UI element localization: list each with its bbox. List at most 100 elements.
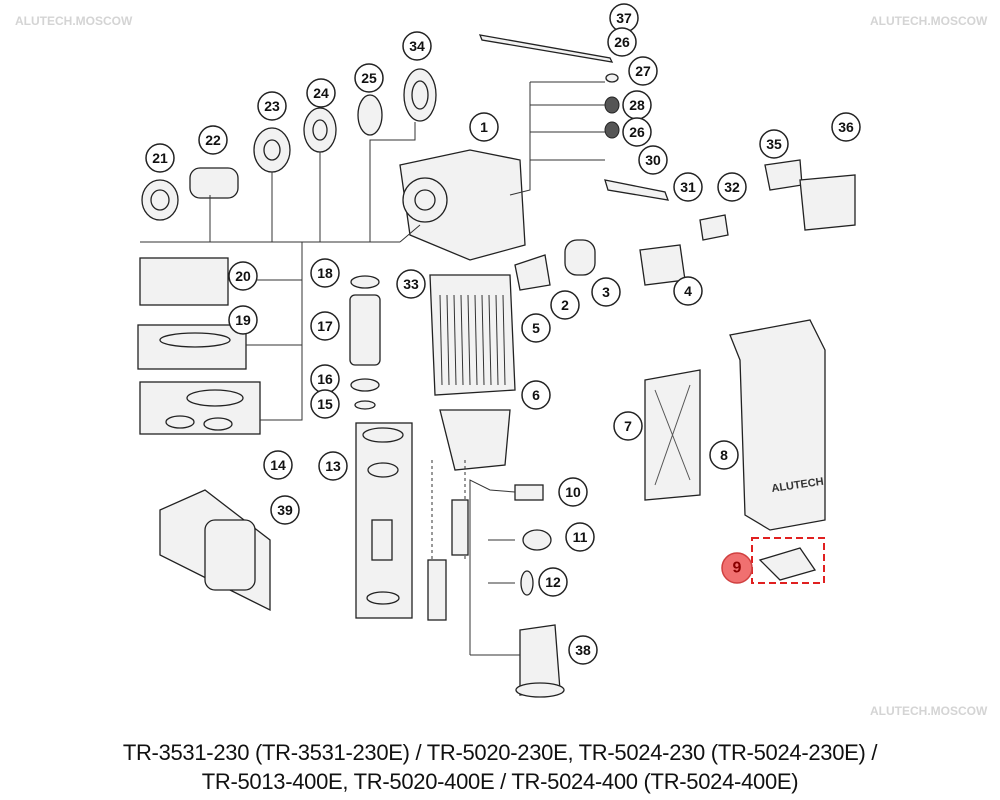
callout-26: 26 (622, 117, 652, 147)
callout-number: 27 (635, 63, 651, 79)
housing-8 (729, 319, 826, 531)
callout-number: 10 (565, 484, 581, 500)
handle-part (427, 559, 447, 621)
callout-number: 3 (602, 284, 610, 300)
callout-number: 26 (614, 34, 630, 50)
callout-27: 27 (628, 56, 658, 86)
callout-number: 2 (561, 297, 569, 313)
callout-6: 6 (521, 380, 551, 410)
callout-14: 14 (263, 450, 293, 480)
shaft-31 (604, 179, 670, 201)
callout-38: 38 (568, 635, 598, 665)
part-4 (639, 244, 686, 286)
callout-33: 33 (396, 269, 426, 299)
callout-number: 32 (724, 179, 740, 195)
callout-8: 8 (709, 440, 739, 470)
callout-3: 3 (591, 277, 621, 307)
callout-4: 4 (673, 276, 703, 306)
callout-number: 33 (403, 276, 419, 292)
callout-13: 13 (318, 451, 348, 481)
callout-18: 18 (310, 258, 340, 288)
callout-number: 11 (573, 529, 588, 545)
callout-number: 31 (680, 179, 696, 195)
callout-number: 9 (733, 560, 742, 577)
callout-39: 39 (270, 495, 300, 525)
callout-12: 12 (538, 567, 568, 597)
callout-number: 37 (616, 10, 632, 26)
callout-number: 17 (317, 318, 333, 334)
capacitor-3 (564, 239, 596, 276)
callout-37: 37 (609, 3, 639, 33)
callout-number: 1 (480, 119, 488, 135)
callout-19: 19 (228, 305, 258, 335)
caption-line-2: TR-5013-400E, TR-5020-400E / TR-5024-400… (201, 769, 799, 794)
diagram-caption: TR-3531-230 (TR-3531-230E) / TR-5020-230… (0, 738, 1000, 796)
callout-number: 28 (629, 97, 645, 113)
callout-25: 25 (354, 63, 384, 93)
motor-5 (429, 274, 516, 396)
callout-number: 30 (645, 152, 661, 168)
callout-number: 25 (361, 70, 377, 86)
callout-number: 22 (205, 132, 221, 148)
callout-7: 7 (613, 411, 643, 441)
callout-number: 13 (325, 458, 341, 474)
callout-number: 14 (270, 457, 286, 473)
callout-32: 32 (717, 172, 747, 202)
gearbox-part (399, 149, 526, 261)
caption-line-1: TR-3531-230 (TR-3531-230E) / TR-5020-230… (122, 740, 878, 765)
callout-number: 38 (575, 642, 591, 658)
callout-number: 5 (532, 320, 540, 336)
callout-35: 35 (759, 129, 789, 159)
callout-10: 10 (558, 477, 588, 507)
callout-number: 18 (317, 265, 333, 281)
switch-32 (699, 214, 729, 241)
callout-number: 8 (720, 447, 728, 463)
callout-number: 15 (317, 396, 333, 412)
callout-28: 28 (622, 90, 652, 120)
gear-shaft-22 (189, 167, 239, 199)
highlight-box (751, 537, 825, 584)
callout-11: 11 (565, 522, 595, 552)
callout-number: 36 (838, 119, 854, 135)
callout-21: 21 (145, 143, 175, 173)
part-11 (522, 529, 552, 551)
watermark-text: ALUTECH.MOSCOW (870, 704, 988, 718)
callout-30: 30 (638, 145, 668, 175)
callout-36: 36 (831, 112, 861, 142)
callout-number: 24 (313, 85, 329, 101)
part-6 (439, 409, 511, 471)
shaft-part (478, 34, 614, 63)
callout-number: 23 (264, 98, 280, 114)
callout-15: 15 (310, 389, 340, 419)
callout-number: 34 (409, 38, 425, 54)
callout-2: 2 (550, 290, 580, 320)
ring-25 (357, 94, 383, 136)
callout-number: 16 (317, 371, 333, 387)
callout-22: 22 (198, 125, 228, 155)
callout-24: 24 (306, 78, 336, 108)
watermark-text: ALUTECH.MOSCOW (15, 14, 133, 28)
part-2 (514, 254, 551, 291)
part-35 (764, 159, 803, 191)
callout-number: 20 (235, 268, 251, 284)
part-36 (799, 174, 856, 231)
callout-23: 23 (257, 91, 287, 121)
part-12 (520, 570, 534, 596)
callout-number: 39 (277, 502, 293, 518)
part-17 (349, 294, 381, 366)
callout-number: 19 (235, 312, 251, 328)
part-10 (514, 484, 544, 501)
base-plate-9 (758, 547, 817, 581)
callout-9: 9 (721, 552, 753, 584)
callout-16: 16 (310, 364, 340, 394)
callout-number: 35 (766, 136, 782, 152)
callout-26: 26 (607, 27, 637, 57)
callout-number: 7 (624, 418, 632, 434)
callout-number: 4 (684, 283, 692, 299)
callout-1: 1 (469, 112, 499, 142)
callout-20: 20 (228, 261, 258, 291)
callout-17: 17 (310, 311, 340, 341)
